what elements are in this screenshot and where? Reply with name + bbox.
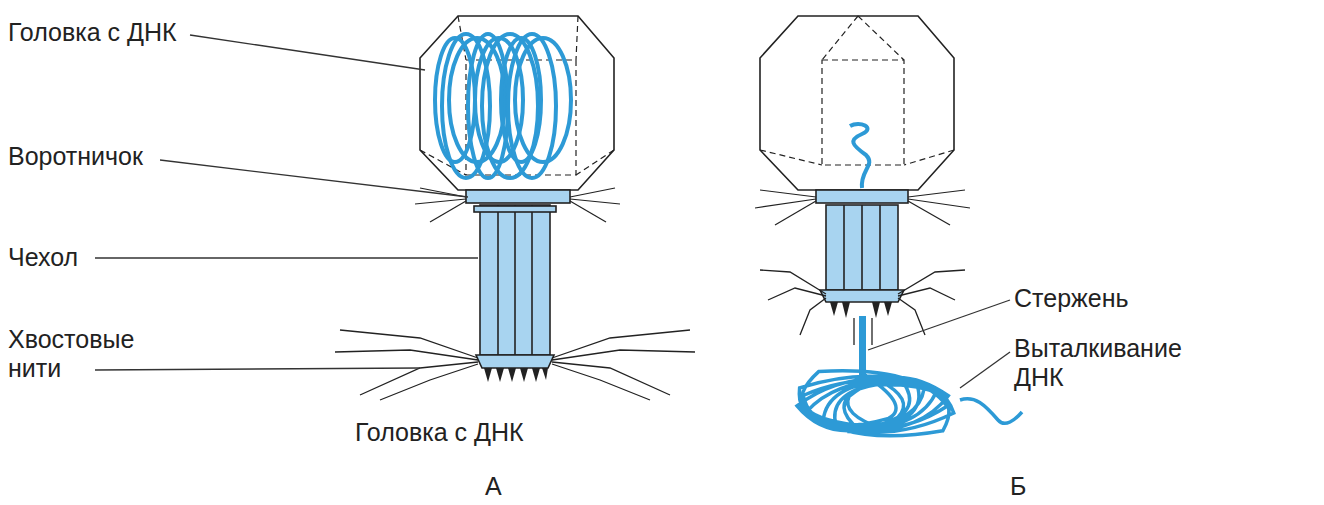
part-label: Головка с ДНК: [355, 418, 524, 447]
collar: [466, 190, 570, 203]
tail-rod: [859, 316, 866, 376]
part-label: Воротничок: [8, 142, 143, 171]
tail-sheath: [826, 205, 898, 290]
leader-lines: [95, 35, 1010, 388]
phage-head: [420, 16, 614, 190]
part-label: Хвостовые нити: [8, 325, 168, 383]
part-label: Стержень: [1014, 284, 1129, 313]
collar: [816, 190, 908, 203]
dna-tangle: [797, 371, 954, 436]
phage-head: [760, 16, 954, 190]
panel-letter: А: [485, 472, 502, 501]
tail-sheath: [480, 205, 550, 355]
dna-coil: [515, 38, 571, 162]
part-label: Чехол: [8, 243, 78, 272]
part-label: Выталкивание ДНК: [1014, 334, 1224, 392]
panel-letter: Б: [1010, 472, 1026, 501]
part-label: Головка с ДНК: [8, 18, 177, 47]
